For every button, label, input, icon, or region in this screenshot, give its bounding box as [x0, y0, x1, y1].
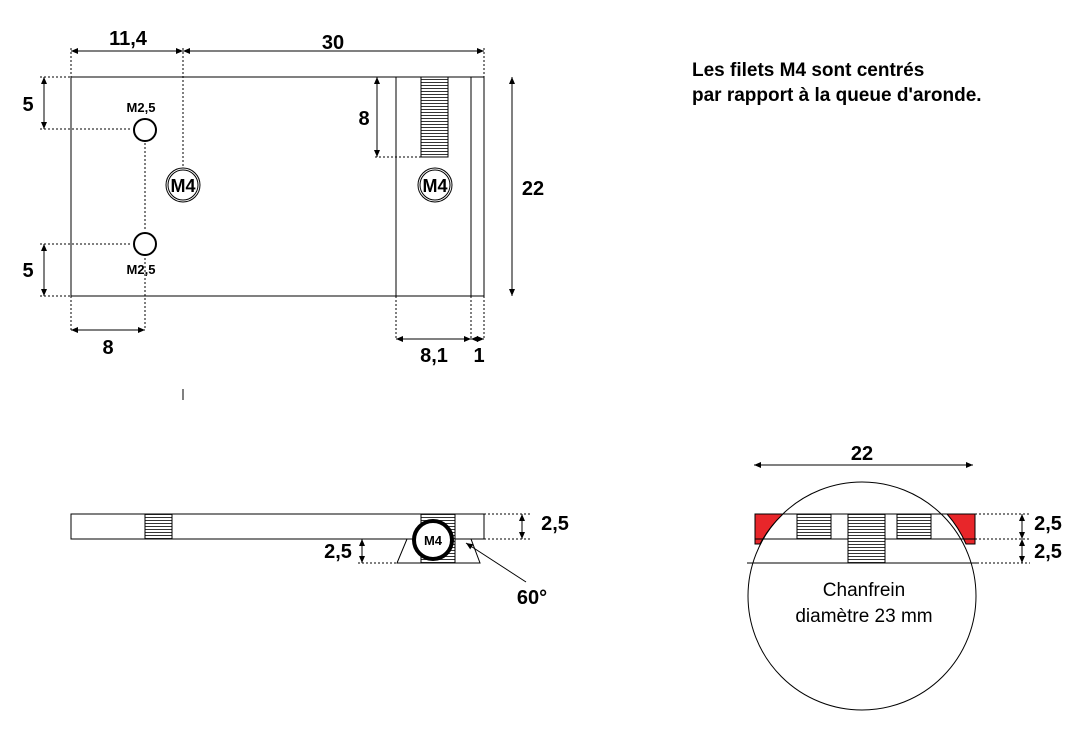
- thread-m4-right-inner: [419, 169, 451, 201]
- end-thread-center: [847, 513, 886, 564]
- dim-11-4: 11,4: [109, 28, 148, 50]
- side-view: [70, 513, 532, 583]
- label-side-m4: M4: [424, 533, 443, 548]
- dim-end-width: 22: [851, 443, 873, 465]
- thread-m4-right-outer: [417, 167, 453, 203]
- thread-hatch-top: [420, 76, 449, 158]
- plate-outline: [70, 76, 485, 297]
- dim-8-1: 8,1: [420, 345, 448, 367]
- hole-m25-bottom: [133, 232, 157, 256]
- dim-30: 30: [322, 32, 344, 54]
- end-view: [747, 462, 1030, 711]
- label-m4-right: M4: [422, 176, 447, 196]
- thread-m4-left-outer: [165, 167, 201, 203]
- end-thread-right: [896, 513, 932, 540]
- note-line-1: Les filets M4 sont centrés: [692, 60, 925, 81]
- dim-end-top: 2,5: [1034, 513, 1062, 535]
- dim-side-plate: 2,5: [541, 513, 569, 535]
- label-angle: 60°: [517, 587, 547, 609]
- dim-1: 1: [473, 345, 484, 367]
- hole-m25-top: [133, 118, 157, 142]
- dim-side-dovetail: 2,5: [324, 541, 352, 563]
- note-line-2: par rapport à la queue d'aronde.: [692, 85, 982, 106]
- chamfer-caption-line2: diamètre 23 mm: [795, 606, 932, 627]
- dim-hole-bottom: 5: [22, 260, 33, 282]
- dim-hole-top: 5: [22, 94, 33, 116]
- label-m25-top: M2,5: [127, 100, 156, 115]
- threads-note: Les filets M4 sont centrés par rapport à…: [692, 58, 982, 108]
- label-m25-bottom: M2,5: [127, 262, 156, 277]
- top-view: [40, 48, 515, 342]
- end-thread-left: [796, 513, 832, 540]
- dim-8-x: 8: [102, 337, 113, 359]
- thread-m4-left-inner: [167, 169, 199, 201]
- dim-thread-depth: 8: [358, 108, 369, 130]
- dim-22-height: 22: [522, 178, 544, 200]
- angle-leader: [465, 542, 527, 583]
- side-thread-hatch-left: [144, 513, 173, 540]
- side-thread-circle: [412, 519, 454, 561]
- dim-end-bottom: 2,5: [1034, 541, 1062, 563]
- chamfer-caption-line1: Chanfrein: [823, 580, 905, 601]
- side-plate-outline: [70, 513, 485, 540]
- label-m4-left: M4: [170, 176, 195, 196]
